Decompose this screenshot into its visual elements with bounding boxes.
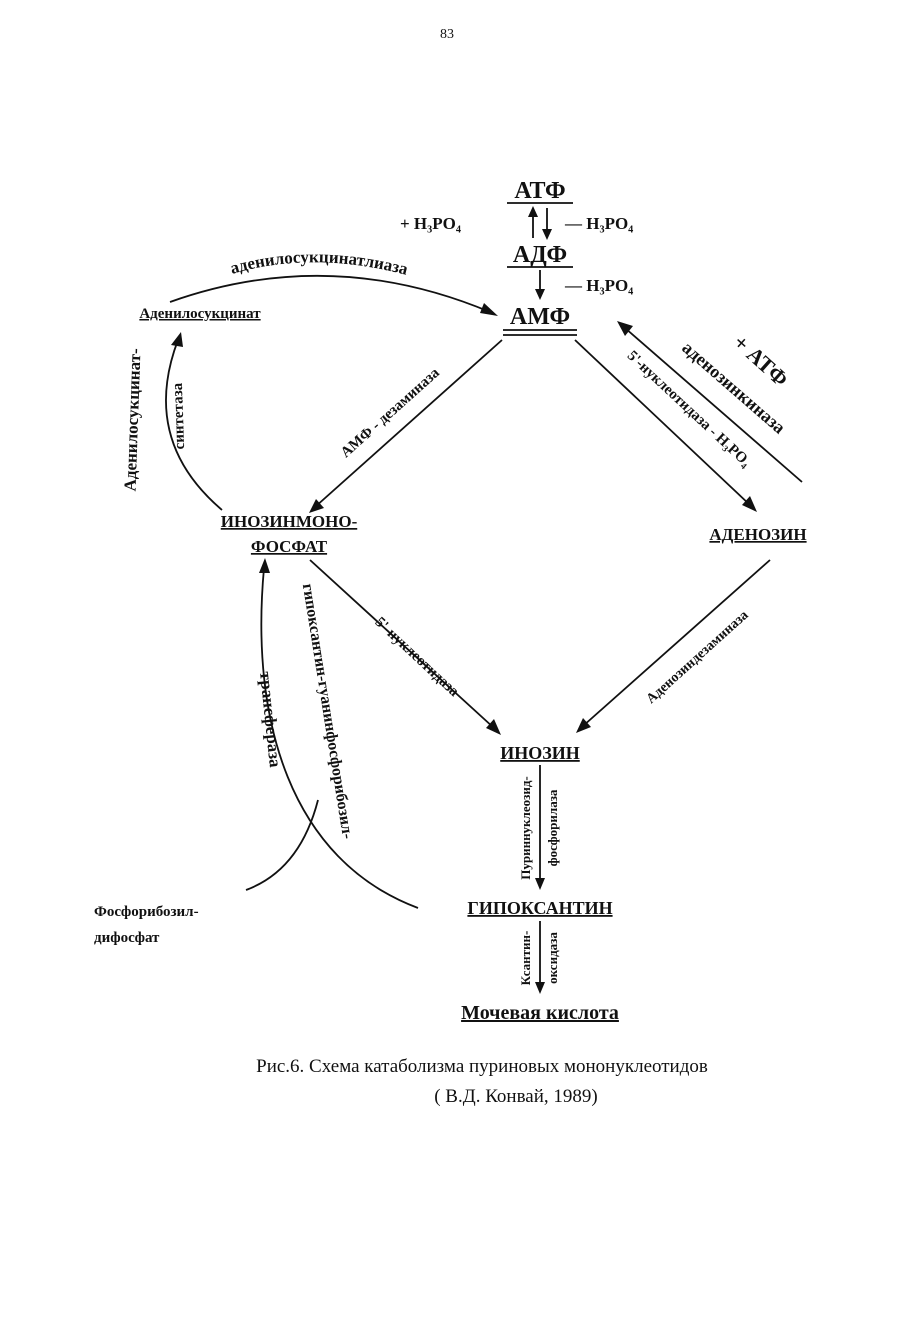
node-adenylosuccinate: Аденилосукцинат [139, 306, 261, 322]
adenosine-deaminase-arrowhead [576, 718, 591, 733]
inosine-to-hypoxanthine-arrowhead [535, 878, 545, 890]
enzyme-adenylosuccinate-synthetase-2: синтетаза [170, 382, 188, 450]
enzyme-hgprt-2: трансфераза [256, 671, 285, 769]
reagent-plus-h3po4: + H₃PO₄ [400, 214, 461, 233]
node-inosine: ИНОЗИН [500, 743, 580, 763]
node-atp: АТФ [514, 178, 565, 204]
enzyme-adenylosuccinate-synthetase-1: Аденилосукцинат- [121, 348, 145, 492]
hgprt-arrow [260, 567, 419, 909]
adenosine-kinase-arrow [624, 327, 803, 483]
node-hypoxanthine: ГИПОКСАНТИН [467, 898, 612, 918]
enzyme-xo-1: Ксантин- [518, 931, 533, 986]
adenylosuccinate-synthetase-arrowhead [171, 332, 183, 347]
enzyme-adenylosuccinate-lyase: аденилосукцинатлиаза [228, 247, 410, 279]
page-number: 83 [440, 27, 454, 42]
imp-nucleotidase-arrow [309, 559, 495, 729]
enzyme-pnp-1: Пуриннуклеозид- [518, 776, 533, 880]
node-imp-line1: ИНОЗИНМОНО- [221, 512, 358, 531]
node-adenosine: АДЕНОЗИН [709, 525, 806, 544]
adenylosuccinate-lyase-arrowhead [480, 303, 498, 316]
adp-to-atp-arrowhead [528, 206, 538, 217]
adenosine-deaminase-arrow [582, 559, 771, 727]
enzyme-nucleotidase-amp: 5'-нуклеотидаза - H₃PO₄ [624, 348, 754, 471]
node-imp-line2: ФОСФАТ [251, 537, 328, 556]
reagent-minus-h3po4-top: — H₃PO₄ [564, 214, 633, 233]
adp-to-amp-arrowhead [535, 289, 545, 300]
enzyme-pnp-2: фосфорилаза [545, 789, 560, 866]
adenylosuccinate-synthetase-arrow [165, 339, 223, 511]
enzyme-nucleotidase-imp: 5'-нуклеотидаза [372, 614, 463, 700]
reagent-minus-h3po4-mid: — H₃PO₄ [564, 276, 633, 295]
node-prpp-line2: дифосфат [94, 930, 160, 946]
amp-nucleotidase-arrow [574, 339, 751, 506]
prpp-joining-curve [245, 799, 319, 891]
caption-line2: ( В.Д. Конвай, 1989) [434, 1086, 598, 1107]
hypoxanthine-to-uric-acid-arrowhead [535, 982, 545, 994]
node-prpp-line1: Фосфорибозил- [94, 904, 199, 920]
adenylosuccinate-lyase-arrow [169, 274, 491, 313]
hgprt-arrowhead [259, 558, 270, 573]
atp-to-adp-arrowhead [542, 229, 552, 240]
node-amp: АМФ [510, 304, 570, 330]
amp-deaminase-arrow [314, 339, 503, 508]
enzyme-hgprt-1: гипоксантин-гуанинфосфорибозил- [299, 582, 356, 840]
caption-line1: Рис.6. Схема катаболизма пуриновых монон… [256, 1056, 708, 1077]
adenosine-kinase-arrowhead [617, 321, 633, 336]
amp-nucleotidase-arrowhead [742, 496, 757, 512]
imp-nucleotidase-arrowhead [486, 719, 501, 735]
enzyme-amp-deaminase: АМФ - дезаминаза [338, 365, 443, 462]
node-uric-acid: Мочевая кислота [461, 1002, 619, 1024]
enzyme-xo-2: оксидаза [545, 932, 560, 984]
amp-deaminase-arrowhead [309, 499, 324, 513]
node-adp: АДФ [513, 242, 567, 268]
